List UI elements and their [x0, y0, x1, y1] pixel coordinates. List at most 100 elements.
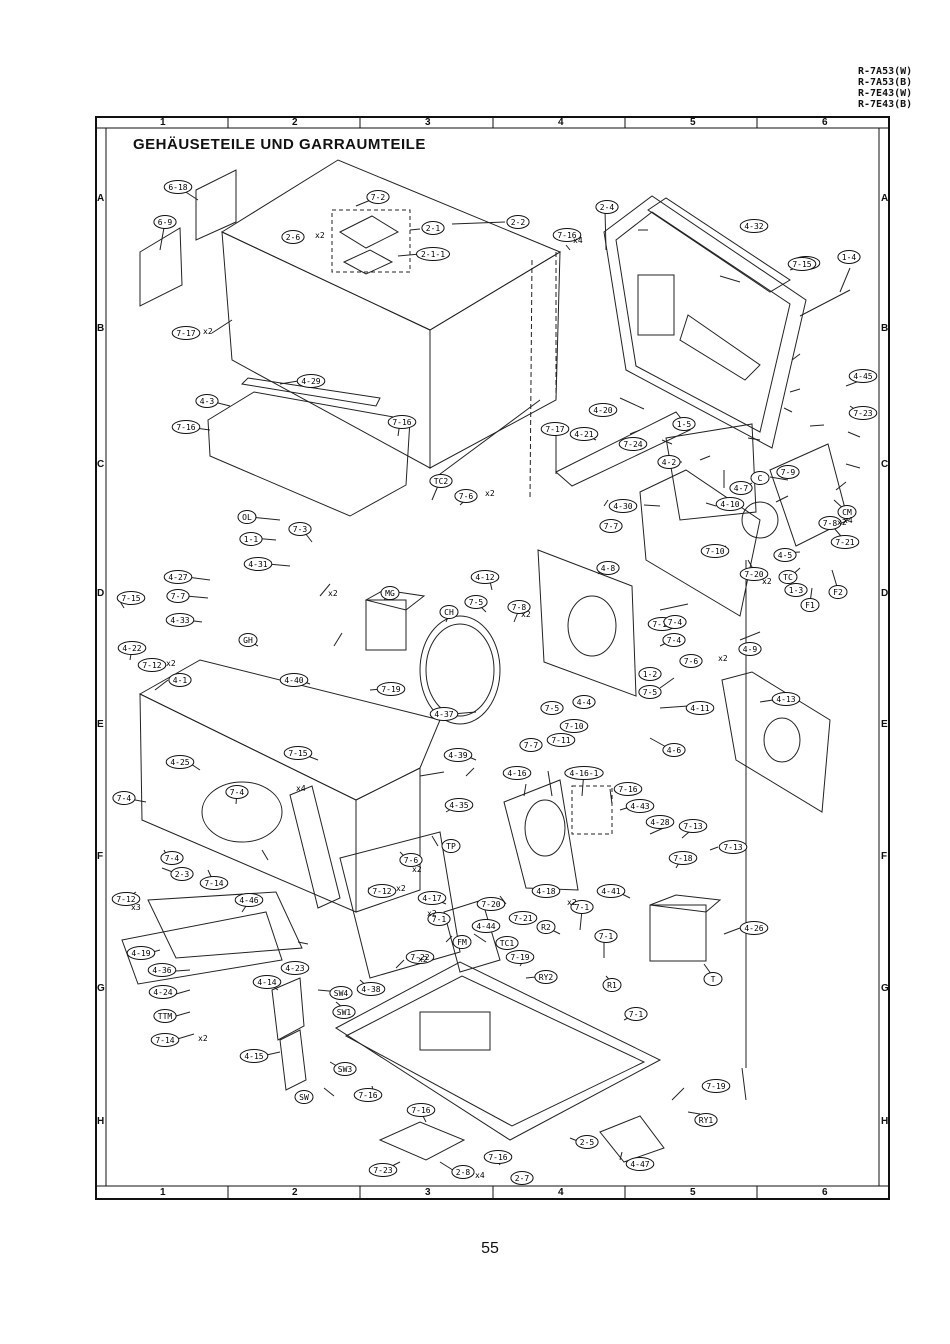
grid-row-label: G — [881, 983, 889, 994]
callout-label: TTM — [158, 1012, 173, 1021]
callout-bubble — [252, 975, 282, 989]
callout-label: 7-20 — [744, 570, 763, 579]
callout-label: 7-17 — [545, 425, 564, 434]
callout-bubble — [225, 785, 249, 799]
part-callout: 7-1 — [594, 929, 618, 943]
part-callout: 2-4 — [595, 200, 619, 214]
part-callout: 2-1-1 — [416, 247, 450, 261]
part-callout: 2-3 — [170, 867, 194, 881]
callout-bubble — [279, 673, 309, 687]
callout-bubble — [366, 190, 390, 204]
callout-label: 7-19 — [381, 685, 400, 694]
part-callout: FM — [452, 935, 472, 949]
callout-bubble — [508, 911, 538, 925]
part-callout: 4-44 — [471, 919, 501, 933]
callout-label: TC2 — [434, 477, 449, 486]
callout-bubble — [837, 250, 861, 264]
callout-bubble — [117, 641, 147, 655]
callout-label: 7-18 — [673, 854, 692, 863]
callout-bubble — [416, 247, 450, 261]
callout-bubble — [773, 548, 797, 562]
part-callout: 7-24 — [618, 437, 648, 451]
callout-bubble — [679, 654, 703, 668]
callout-bubble — [638, 685, 662, 699]
part-callout: 7-13 — [718, 840, 748, 854]
callout-bubble — [283, 746, 313, 760]
callout-label: TC1 — [500, 939, 515, 948]
callout-bubble — [645, 815, 675, 829]
callout-bubble — [329, 986, 353, 1000]
grid-column-label: 5 — [690, 117, 696, 128]
callout-bubble — [443, 748, 473, 762]
callout-bubble — [625, 1157, 655, 1171]
callout-label: 4-9 — [743, 645, 758, 654]
callout-label: MG — [385, 589, 395, 598]
callout-label: 4-5 — [778, 551, 793, 560]
callout-bubble — [168, 673, 192, 687]
part-callout: 7-19 — [376, 682, 406, 696]
callout-label: 4-25 — [170, 758, 189, 767]
callout-label: 4-16 — [507, 769, 526, 778]
quantity-multiplier: x2 — [396, 884, 406, 893]
callout-bubble — [367, 884, 397, 898]
grid-row-label: D — [881, 588, 889, 599]
part-callout: TC2 — [429, 474, 453, 488]
callout-label: SW3 — [338, 1065, 353, 1074]
part-callout: 7-17 — [171, 326, 201, 340]
callout-label: 4-4 — [577, 698, 592, 707]
callout-label: 4-1 — [173, 676, 188, 685]
part-callout: 7-18 — [668, 851, 698, 865]
callout-label: 4-11 — [690, 704, 709, 713]
callout-label: 4-14 — [257, 978, 276, 987]
quantity-multiplier: x4 — [573, 236, 583, 245]
part-callout: 7-11 — [546, 733, 576, 747]
callout-label: 4-10 — [720, 500, 739, 509]
part-callout: CH — [439, 605, 459, 619]
callout-label: 4-15 — [244, 1052, 263, 1061]
quantity-multiplier: x2 — [485, 489, 495, 498]
part-callout: 4-25 — [165, 755, 195, 769]
part-callout: 7-4 — [160, 851, 184, 865]
callout-label: 7-5 — [643, 688, 658, 697]
callout-bubble — [715, 497, 745, 511]
part-callout: 4-41 — [596, 884, 626, 898]
part-callout: 7-21 — [508, 911, 538, 925]
callout-bubble — [288, 522, 312, 536]
part-callout: 4-8 — [596, 561, 620, 575]
part-callout: 4-6 — [662, 743, 686, 757]
callout-bubble — [112, 791, 136, 805]
callout-bubble — [239, 532, 263, 546]
callout-bubble — [239, 1049, 269, 1063]
quantity-multiplier: x4 — [843, 516, 853, 525]
callout-label: 7-8 — [512, 603, 527, 612]
callout-label: 4-28 — [650, 818, 669, 827]
callout-bubble — [662, 633, 686, 647]
callout-bubble — [421, 221, 445, 235]
grid-row-label: H — [881, 1116, 889, 1127]
callout-bubble — [444, 798, 474, 812]
callout-bubble — [546, 733, 576, 747]
callout-bubble — [828, 585, 848, 599]
quantity-multiplier: x2 — [166, 659, 176, 668]
callout-bubble — [570, 900, 594, 914]
model-code: R-7E43(W) — [858, 88, 913, 99]
part-callout: 1-2 — [638, 667, 662, 681]
callout-label: 4-31 — [248, 560, 267, 569]
callout-bubble — [595, 200, 619, 214]
part-callout: 7-1 — [427, 912, 451, 926]
quantity-multiplier: x2 — [567, 898, 577, 907]
callout-label: 4-33 — [170, 616, 189, 625]
part-callout: 2-1 — [421, 221, 445, 235]
part-callout: SW — [294, 1090, 314, 1104]
part-callout: 4-1 — [168, 673, 192, 687]
callout-label: 4-30 — [613, 502, 632, 511]
callout-bubble — [694, 1113, 718, 1127]
callout-bubble — [540, 422, 570, 436]
part-callout: OL — [237, 510, 257, 524]
part-callout: 7-15 — [787, 257, 817, 271]
callout-label: 7-6 — [404, 856, 419, 865]
callout-label: 4-40 — [284, 676, 303, 685]
quantity-multiplier: x2 — [315, 231, 325, 240]
part-callout: 4-3 — [195, 394, 219, 408]
